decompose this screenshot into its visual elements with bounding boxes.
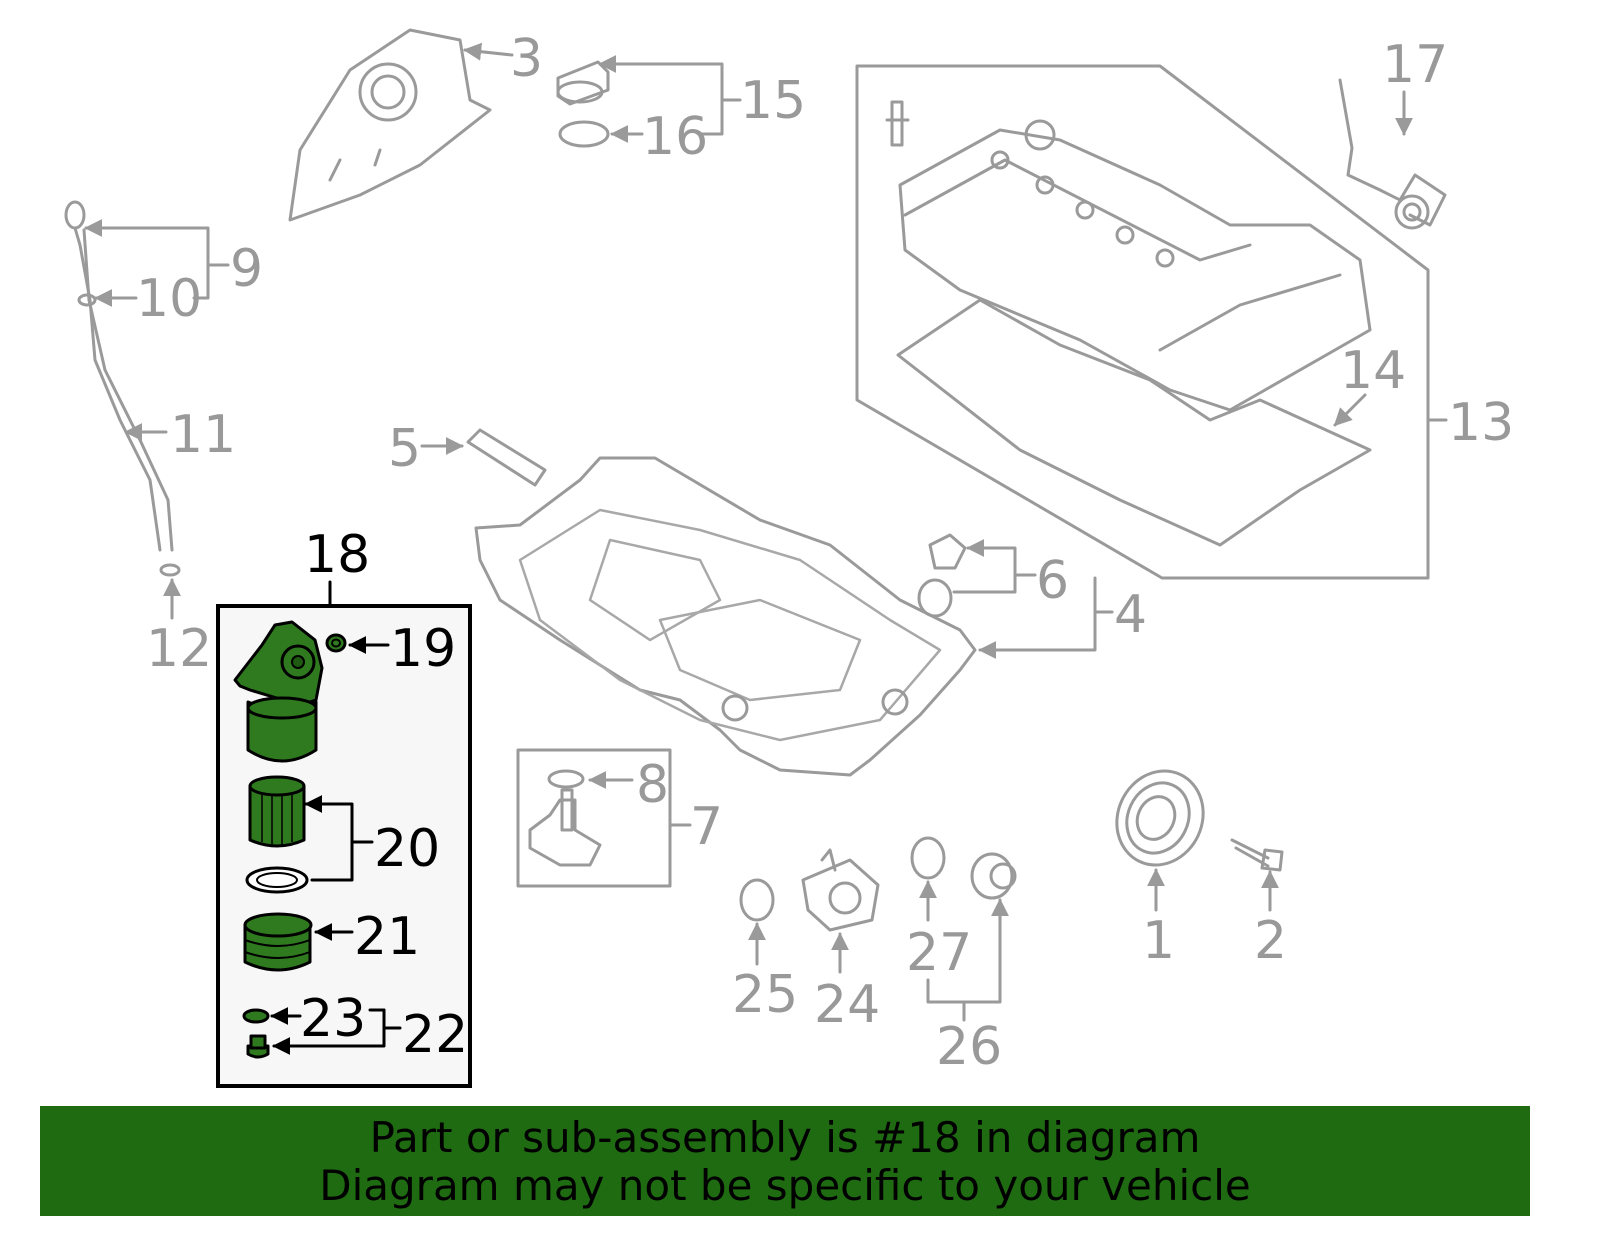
seal-25[interactable] [739, 878, 775, 922]
oil-level-sensor-group [516, 748, 672, 888]
drain-plug-gasket[interactable] [917, 578, 953, 618]
callout-11: 11 [170, 405, 236, 465]
valve-cover-group [855, 64, 1430, 580]
drain-plug[interactable] [928, 533, 967, 570]
callout-3: 3 [510, 29, 543, 89]
drain-screw-22[interactable] [246, 1034, 270, 1059]
oil-filler-cap[interactable] [556, 60, 610, 106]
callout-4: 4 [1114, 585, 1147, 645]
callout-10: 10 [136, 269, 202, 329]
seal-27[interactable] [910, 836, 946, 880]
drain-washer-23[interactable] [242, 1008, 270, 1024]
plug-26[interactable] [970, 852, 1017, 900]
callout-23: 23 [300, 989, 366, 1049]
callout-24: 24 [814, 975, 880, 1035]
pulley-bolt[interactable] [1230, 838, 1284, 872]
notice-banner: Part or sub-assembly is #18 in diagram D… [40, 1106, 1530, 1216]
sensor-o-ring[interactable] [547, 769, 585, 789]
dipstick-assembly[interactable] [64, 200, 181, 577]
filler-cap-o-ring[interactable] [558, 120, 610, 148]
oil-filter-element[interactable] [248, 775, 306, 848]
oil-level-sensor[interactable] [528, 788, 602, 867]
callout-7: 7 [690, 797, 723, 857]
oil-cooler[interactable] [801, 848, 880, 932]
banner-line-2: Diagram may not be specific to your vehi… [319, 1161, 1251, 1210]
callout-21: 21 [354, 907, 420, 967]
housing-seal-19[interactable] [325, 633, 347, 653]
valve-cover-gasket[interactable] [896, 298, 1372, 547]
valve-cover-bolt[interactable] [885, 100, 910, 147]
oil-pan[interactable] [474, 456, 977, 777]
callout-13: 13 [1448, 393, 1514, 453]
callout-27: 27 [906, 923, 972, 983]
callout-6: 6 [1036, 551, 1069, 611]
callout-18: 18 [304, 525, 370, 585]
callout-22: 22 [402, 1005, 468, 1065]
baffle-pin[interactable] [466, 428, 547, 487]
callout-2: 2 [1254, 911, 1287, 971]
callout-8: 8 [636, 755, 669, 815]
callout-1: 1 [1142, 911, 1175, 971]
rear-cover-plate[interactable] [288, 28, 492, 222]
oil-filter-housing-assembly[interactable] [216, 604, 472, 1088]
callout-25: 25 [732, 965, 798, 1025]
callout-17: 17 [1382, 35, 1448, 95]
callout-9: 9 [230, 239, 263, 299]
callout-15: 15 [740, 71, 806, 131]
callout-19: 19 [390, 619, 456, 679]
callout-26: 26 [936, 1017, 1002, 1077]
filter-gasket[interactable] [245, 866, 309, 894]
banner-line-1: Part or sub-assembly is #18 in diagram [369, 1113, 1201, 1162]
filter-cap[interactable] [243, 912, 313, 972]
callout-16: 16 [642, 107, 708, 167]
callout-20: 20 [374, 819, 440, 879]
callout-12: 12 [146, 619, 212, 679]
valve-cover[interactable] [898, 119, 1372, 412]
breather-hose[interactable] [1338, 78, 1447, 230]
callout-14: 14 [1340, 341, 1406, 401]
callout-5: 5 [388, 419, 421, 479]
crankshaft-pulley[interactable] [1102, 757, 1219, 880]
